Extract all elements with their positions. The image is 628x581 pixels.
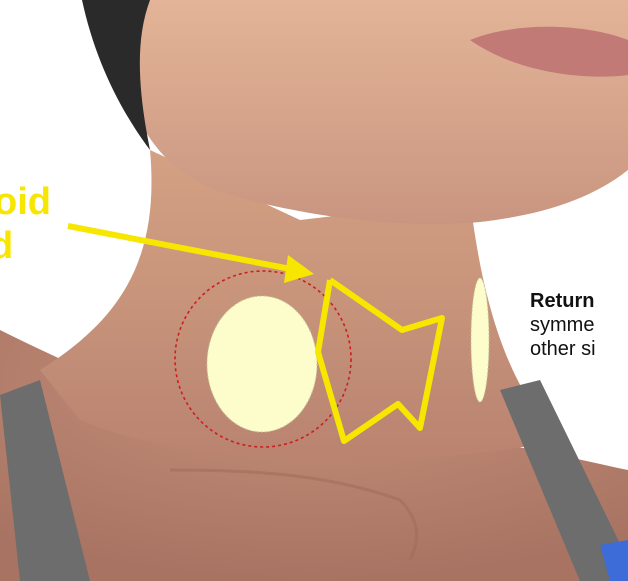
gland-label-line2: d	[0, 226, 13, 266]
instruction-note: Return symme other si	[530, 289, 596, 361]
note-line1: Return	[530, 289, 596, 313]
right-parathyroid-gland	[471, 278, 489, 402]
note-line3: other si	[530, 337, 596, 361]
hair	[82, 0, 150, 150]
left-parathyroid-gland	[207, 296, 317, 432]
gland-label-line1: oid	[0, 182, 51, 222]
note-line2: symme	[530, 313, 596, 337]
